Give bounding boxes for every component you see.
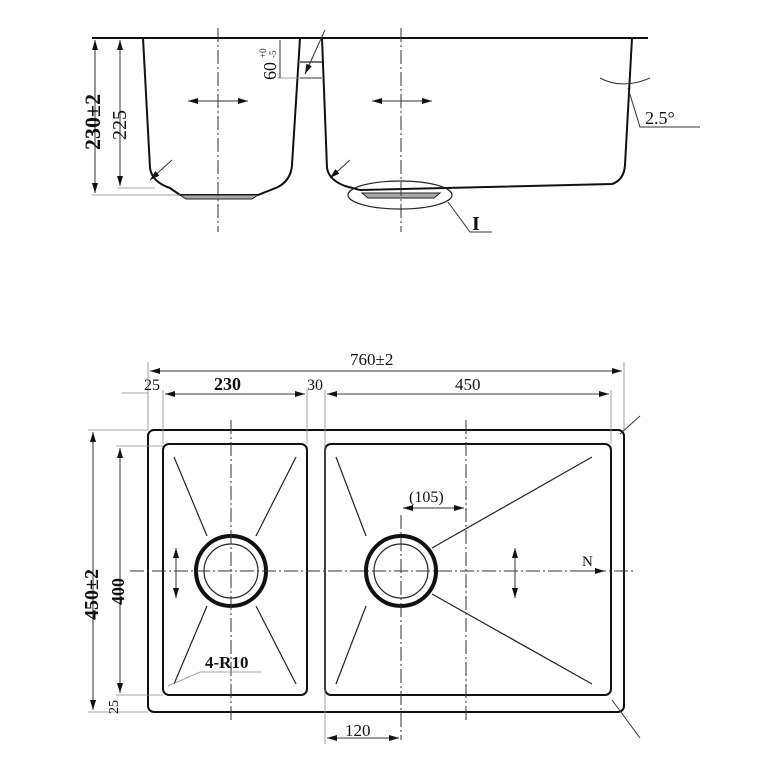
drain-offset-label: (105): [409, 489, 444, 506]
divider-block: [300, 61, 322, 79]
left-drain-section: [178, 194, 260, 200]
right-bowl-width-label: 450: [455, 375, 481, 394]
bottom-margin-label: 25: [107, 700, 122, 714]
height-inner-label: 225: [109, 110, 131, 140]
divider-depth-label: 60: [260, 62, 280, 80]
corner-radius-label: 4-R10: [205, 653, 248, 672]
right-radius-leader: [329, 159, 351, 179]
detail-leader: [447, 201, 492, 233]
left-bowl-width-label: 230: [214, 374, 241, 394]
overall-depth-label: 450±2: [81, 569, 103, 620]
side-view: 230±2 225 60 +0 -5 2.5° I: [80, 28, 700, 235]
tolerance-lower: -5: [268, 50, 278, 58]
extension-lines: [88, 362, 625, 744]
drain-from-divider-label: 120: [345, 721, 371, 740]
top-view: 760±2 25 230 30 450 450±2 400 25 120 (10…: [81, 350, 641, 744]
tolerance-upper: +0: [258, 48, 268, 58]
left-bowl: [162, 443, 308, 696]
divider-width-label: 30: [307, 377, 323, 394]
detail-i-circle: [347, 180, 453, 210]
corner-leader-top: [619, 415, 641, 435]
angle-leader: [627, 87, 700, 128]
bowl-depth-label: 400: [108, 578, 128, 605]
radius-leader: [167, 671, 262, 687]
left-bowl-slope-lines: [173, 456, 297, 685]
left-radius-leader: [149, 159, 173, 181]
corner-leader-bottom: [611, 699, 641, 739]
overall-width-label: 760±2: [350, 350, 393, 369]
divider-leader: [304, 29, 326, 75]
detail-label: I: [472, 213, 480, 235]
direction-label: N: [582, 554, 593, 570]
right-bowl-profile: [321, 37, 633, 192]
wall-angle-label: 2.5°: [645, 108, 675, 128]
height-total-label: 230±2: [80, 94, 105, 150]
angle-arc: [599, 77, 651, 85]
left-margin-label: 25: [144, 377, 160, 394]
left-bowl-profile: [142, 37, 301, 196]
right-bowl-slope-lines: [335, 456, 593, 685]
